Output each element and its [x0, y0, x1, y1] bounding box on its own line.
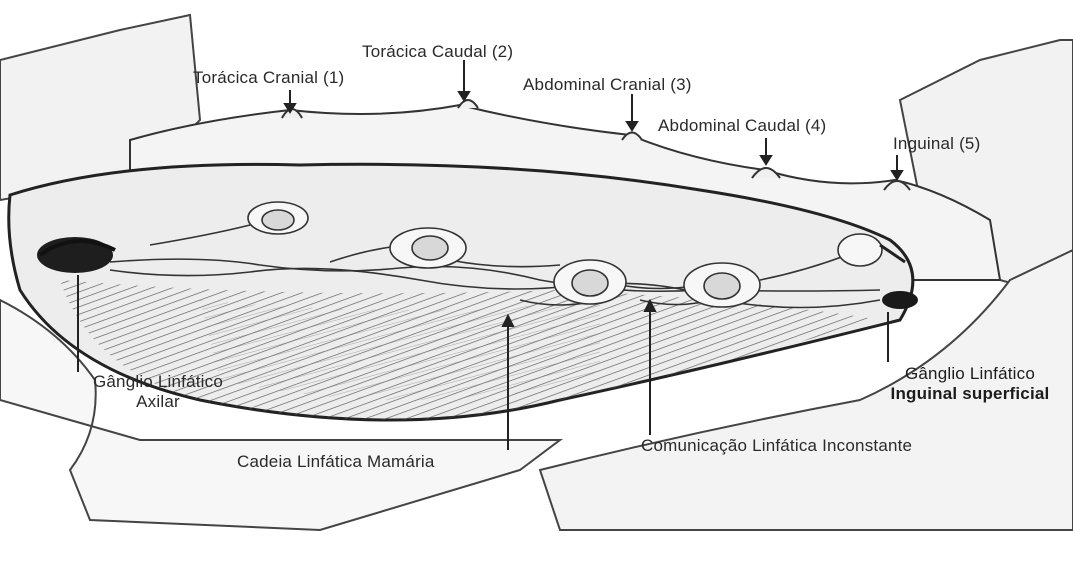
label-toracica-cranial: Torácica Cranial (1)	[193, 68, 344, 88]
lymph-cluster-1	[248, 202, 308, 234]
body-shading-light	[200, 300, 600, 400]
label-ganglio-inguinal-line1: Gânglio Linfático	[870, 364, 1070, 384]
lymph-cluster-3	[554, 260, 626, 304]
label-inguinal: Inguinal (5)	[893, 134, 980, 154]
inguinal-node	[882, 291, 918, 309]
label-ganglio-inguinal: Gânglio Linfático Inguinal superficial	[870, 364, 1070, 404]
label-comunicacao: Comunicação Linfática Inconstante	[641, 436, 912, 456]
label-ganglio-axilar-line1: Gânglio Linfático	[58, 372, 258, 392]
lymph-cluster-2	[390, 228, 466, 268]
label-ganglio-axilar: Gânglio Linfático Axilar	[58, 372, 258, 412]
label-cadeia-mamaria: Cadeia Linfática Mamária	[237, 452, 435, 472]
label-abdominal-cranial: Abdominal Cranial (3)	[523, 75, 692, 95]
label-ganglio-axilar-line2: Axilar	[58, 392, 258, 412]
lymph-cluster-4	[684, 263, 760, 307]
label-ganglio-inguinal-line2: Inguinal superficial	[870, 384, 1070, 404]
label-toracica-caudal: Torácica Caudal (2)	[362, 42, 513, 62]
label-abdominal-caudal: Abdominal Caudal (4)	[658, 116, 826, 136]
